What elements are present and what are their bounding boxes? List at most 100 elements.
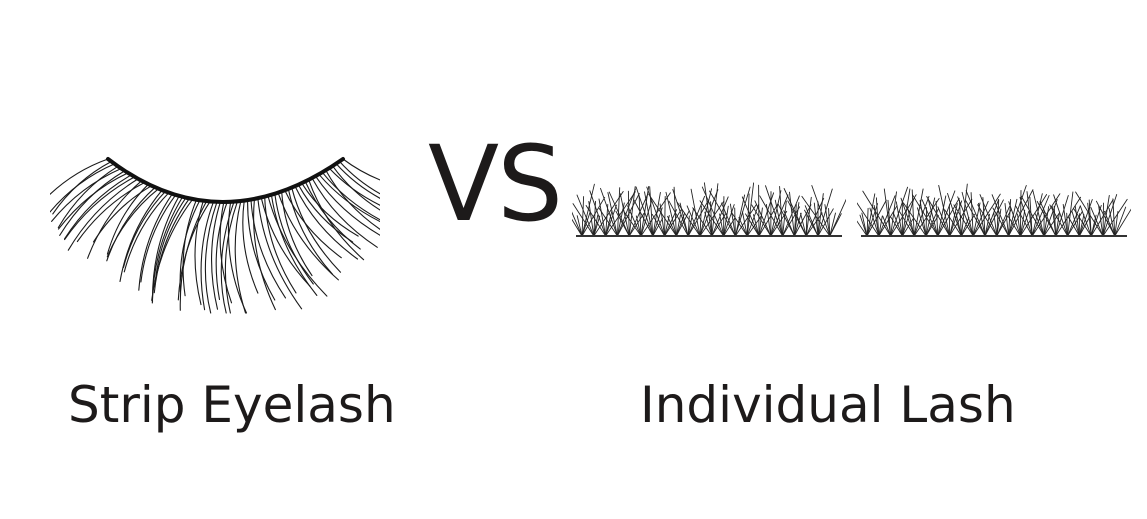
cluster-hair [993,212,998,237]
cluster-hair [753,214,760,237]
cluster-hair [901,217,915,237]
cluster-hair [960,183,968,237]
cluster-hair [1067,211,1083,237]
cluster-hair [977,204,998,237]
cluster-hair [622,209,642,237]
cluster-hair [729,203,736,237]
lash-hair [138,192,174,291]
lash-hair [59,170,126,236]
cluster-hair [572,218,583,237]
cluster-hair [862,190,892,237]
cluster-hair [1062,203,1069,237]
cluster-hair [589,190,607,237]
cluster-hair [664,196,666,237]
cluster-hair [958,199,962,237]
cluster-hair [667,215,677,237]
cluster-hair [955,212,962,237]
cluster-hair [765,185,784,237]
cluster-hair [953,204,974,237]
cluster-hair [782,206,801,237]
cluster-hair [1078,214,1085,237]
lash-hair [211,201,221,310]
cluster-hair [813,202,819,237]
cluster-hair [628,186,636,237]
cluster-hair [895,201,903,237]
cluster-hair [1055,195,1069,237]
cluster-hair [926,196,951,237]
cluster-hair [961,191,974,237]
lash-hair [140,193,177,283]
cluster-hair [675,210,690,237]
cluster-hair [581,183,595,237]
cluster-hair [892,212,903,237]
lash-hair [260,197,311,287]
lash-hair [315,176,380,236]
lash-hair [325,170,380,230]
cluster-hair [1098,205,1104,237]
cluster-hair [1008,185,1027,237]
lash-hair [308,179,365,261]
cluster-hair [829,213,842,237]
lash-hair [220,201,235,314]
cluster-hair [588,201,595,237]
cluster-hair [883,188,892,237]
cluster-hair [944,209,962,237]
cluster-hair [783,210,795,237]
lash-hair [322,172,380,221]
cluster-hair [965,200,986,237]
cluster-hair [890,186,909,237]
cluster-hair [857,220,868,237]
cluster-hair [805,212,823,237]
cluster-hair [598,198,607,237]
cluster-hair [925,214,939,237]
cluster-hair [857,202,880,237]
cluster-hair [1067,205,1081,237]
cluster-hair [572,203,595,237]
cluster-hair [1031,195,1050,237]
cluster-hair [692,207,713,237]
cluster-hair [938,184,951,237]
cluster-hair [1019,194,1048,237]
lash-hair [106,186,157,262]
cluster-hair [1102,194,1118,237]
cluster-hair [628,212,645,237]
cluster-hair [730,211,748,237]
cluster-hair [828,208,831,237]
cluster-hair [829,212,836,237]
cluster-hair [746,193,750,237]
cluster-hair [927,198,939,237]
cluster-hair [1102,202,1104,237]
cluster-hair [652,217,664,237]
cluster-hair [1053,194,1069,237]
lash-hair [194,199,204,306]
cluster-hair [721,202,736,237]
lash-hair [247,199,276,301]
cluster-hair [1079,205,1092,237]
cluster-hair [1066,212,1069,237]
cluster-hair [751,204,772,237]
cluster-hair [947,192,962,237]
lash-hair [267,195,328,297]
cluster-hair [996,208,1012,237]
cluster-hair [605,204,617,237]
cluster-hair [869,207,880,237]
cluster-hair [824,204,831,237]
cluster-hair [734,204,757,237]
lash-hair [106,183,150,255]
lash-hair [284,190,342,259]
cluster-hair [902,202,927,237]
cluster-hair [598,207,618,237]
lash-hair [119,189,164,283]
cluster-hair [992,207,1010,237]
cluster-hair [817,208,834,237]
cluster-hair [593,215,601,237]
cluster-hair [1053,205,1057,237]
lash-hair [50,163,116,213]
lash-hair [224,201,238,314]
cluster-hair [1004,202,1010,237]
cluster-hair [1090,206,1104,237]
cluster-hair [1043,199,1058,237]
cluster-hair [699,200,725,237]
cluster-hair [1114,206,1127,237]
cluster-hair [1114,211,1119,237]
